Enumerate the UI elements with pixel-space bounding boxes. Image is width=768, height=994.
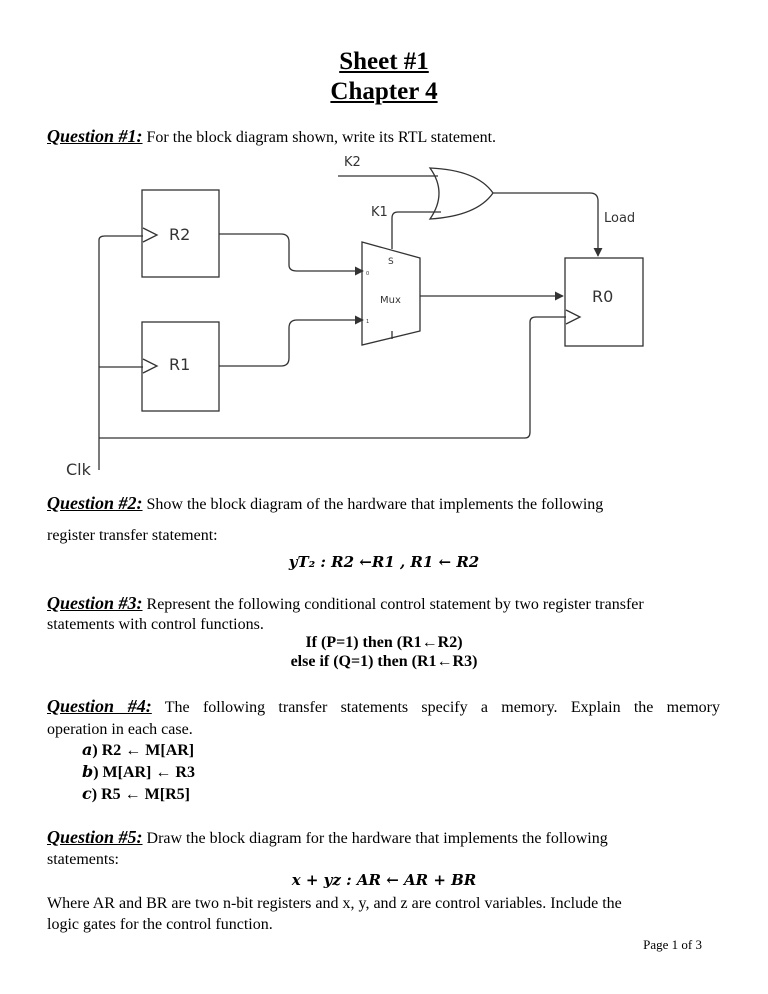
r0-label: R0 (592, 287, 613, 306)
question-3: Question #3: Represent the following con… (47, 594, 720, 614)
mux-input1-label: 1 (366, 319, 369, 325)
sheet-title: Sheet #1 (339, 48, 429, 75)
question-3-line2: statements with control functions. (47, 616, 264, 633)
mux-select-label: S (388, 257, 394, 267)
question-1-text: For the block diagram shown, write its R… (142, 129, 497, 146)
memory-item-b: b) M[AR] ← R3 (82, 762, 195, 781)
memory-item-a: a) R2 ← M[AR] (82, 740, 195, 759)
r2-label: R2 (169, 225, 190, 244)
k2-label: K2 (344, 155, 361, 170)
memory-item-c: c) R5 ← M[R5] (82, 784, 190, 803)
question-1-heading: Question #1: (47, 126, 143, 146)
question-4: Question #4: The following transfer stat… (47, 697, 720, 717)
question-5-line4: logic gates for the control function. (47, 916, 273, 933)
question-3-heading: Question #3: (47, 593, 143, 613)
block-diagram: K2 K1 Load R2 R1 R0 Mux S 0 1 Clk (66, 155, 644, 479)
question-4-line2: operation in each case. (47, 721, 193, 738)
question-5-line2: statements: (47, 851, 119, 868)
mux-input0-label: 0 (366, 271, 369, 277)
question-2-line2: register transfer statement: (47, 527, 218, 544)
mux-block (361, 241, 421, 346)
question-2-line1: Show the block diagram of the hardware t… (142, 496, 604, 513)
question-3-line1: Represent the following conditional cont… (142, 596, 644, 613)
question-4-heading: Question #4: (47, 696, 152, 716)
question-5: Question #5: Draw the block diagram for … (47, 828, 720, 848)
condition-line-1: If (P=1) then (R1←R2) (305, 634, 463, 651)
or-gate (428, 167, 494, 220)
question-2-heading: Question #2: (47, 493, 143, 513)
register-r0 (564, 257, 644, 347)
page-number: Page 1 of 3 (643, 937, 702, 952)
k1-label: K1 (371, 205, 388, 220)
question-4-line1: The following transfer statements specif… (151, 699, 721, 716)
r1-label: R1 (169, 355, 190, 374)
load-label: Load (604, 211, 635, 226)
question-5-line3: Where AR and BR are two n-bit registers … (47, 895, 622, 912)
chapter-title: Chapter 4 (330, 78, 438, 105)
mux-label: Mux (380, 295, 401, 306)
question-5-heading: Question #5: (47, 827, 143, 847)
condition-line-2: else if (Q=1) then (R1←R3) (290, 653, 478, 670)
question-2: Question #2: Show the block diagram of t… (47, 494, 720, 514)
question-5-statement: x + yz : AR ← AR + BR (291, 871, 477, 889)
question-2-statement: yT₂ : R2 ←R1 , R1 ← R2 (288, 553, 480, 571)
clk-label: Clk (66, 460, 92, 479)
question-5-line1: Draw the block diagram for the hardware … (142, 830, 608, 847)
question-1: Question #1: For the block diagram shown… (47, 127, 720, 147)
